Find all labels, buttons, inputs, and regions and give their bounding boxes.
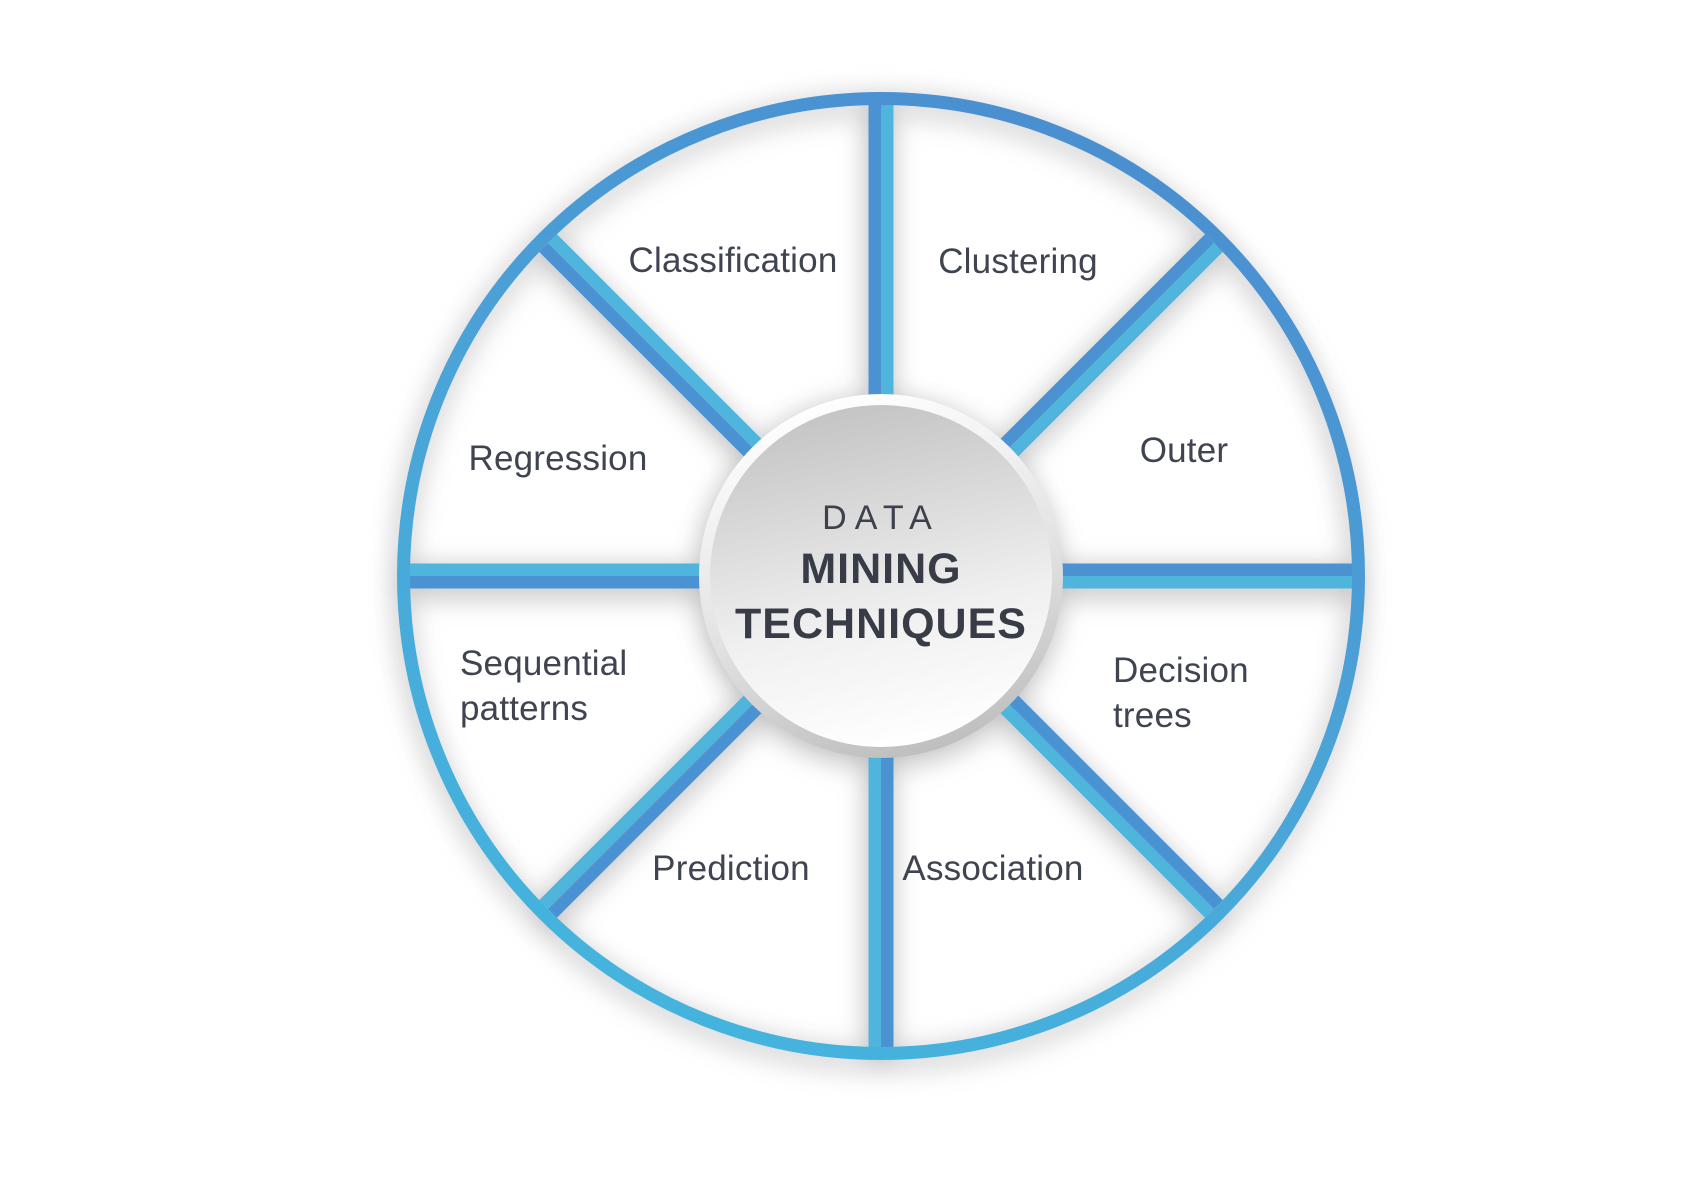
- spoke-right: [1056, 563, 1352, 589]
- segment-label-prediction: Prediction: [652, 849, 810, 888]
- spoke-bottom-right: [995, 690, 1223, 918]
- spoke-top-right: [995, 234, 1223, 462]
- segment-label-classification: Classification: [628, 241, 838, 280]
- spoke-top-right-light-half: [1004, 242, 1223, 462]
- segment-label-sequential-patterns: Sequential patterns: [460, 644, 628, 728]
- segment-label-regression: Regression: [468, 439, 648, 478]
- segment-label-decision-trees: Decision trees: [1113, 651, 1249, 735]
- segment-label-clustering: Clustering: [938, 242, 1098, 281]
- spoke-bottom-right-light-half: [995, 699, 1215, 918]
- spoke-top-left-light-half: [547, 234, 767, 453]
- center-circle-face: [710, 405, 1052, 747]
- spoke-bottom: [868, 751, 894, 1047]
- segment-label-outer: Outer: [1139, 431, 1229, 470]
- spoke-bottom-left: [539, 690, 767, 918]
- spoke-top-right-dark-half: [995, 234, 1215, 453]
- spoke-left: [410, 563, 706, 589]
- spoke-bottom-left-dark-half: [547, 699, 767, 918]
- center-title: DATA MINING TECHNIQUES: [701, 494, 1061, 652]
- spoke-top-left: [539, 234, 767, 462]
- center-title-line2: MINING: [800, 545, 962, 593]
- spoke-top-left-dark-half: [539, 242, 758, 462]
- segment-label-association: Association: [902, 849, 1084, 888]
- spoke-top: [868, 105, 894, 401]
- center-title-kicker: DATA: [822, 499, 940, 537]
- center-title-line3: TECHNIQUES: [735, 600, 1027, 648]
- spoke-bottom-right-dark-half: [1004, 690, 1223, 910]
- spoke-bottom-left-light-half: [539, 690, 758, 910]
- outer-ring: [397, 92, 1365, 1060]
